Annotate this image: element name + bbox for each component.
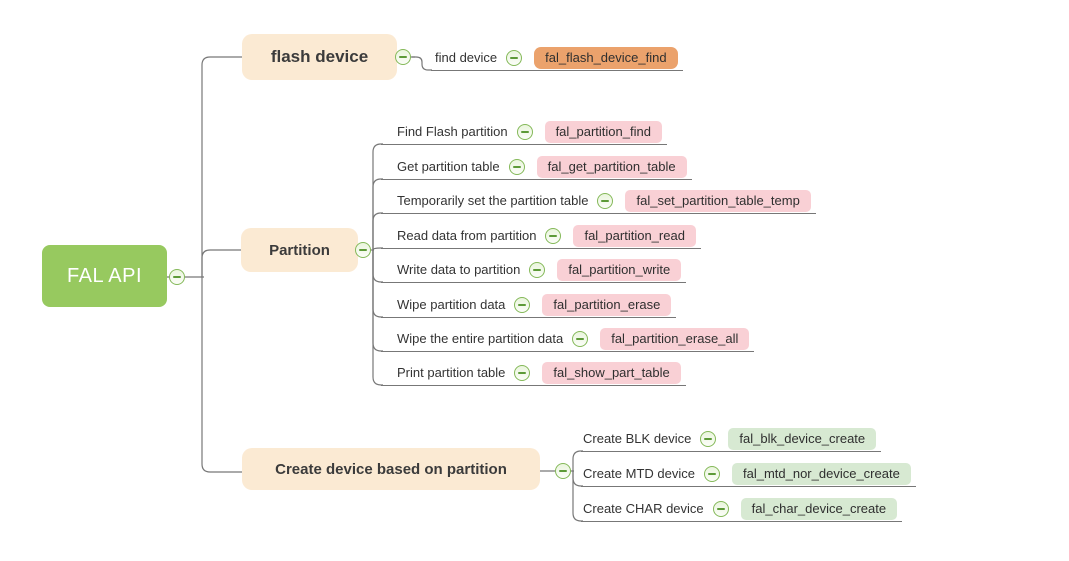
child-row: Create CHAR device fal_char_device_creat…: [581, 495, 903, 522]
api-leaf[interactable]: fal_set_partition_table_temp: [625, 190, 811, 212]
branch-node-create-device[interactable]: Create device based on partition: [242, 448, 540, 490]
child-row: Get partition table fal_get_partition_ta…: [381, 153, 692, 180]
collapse-icon[interactable]: [506, 50, 523, 66]
child-row: Print partition table fal_show_part_tabl…: [381, 359, 686, 386]
topic-label[interactable]: Create BLK device: [583, 431, 692, 446]
root-node-fal-api[interactable]: FAL API: [42, 245, 167, 307]
collapse-icon[interactable]: [597, 193, 614, 209]
api-leaf[interactable]: fal_char_device_create: [740, 498, 898, 520]
child-row: Read data from partition fal_partition_r…: [381, 222, 701, 249]
api-leaf[interactable]: fal_partition_write: [557, 259, 682, 281]
api-leaf[interactable]: fal_mtd_nor_device_create: [731, 463, 911, 485]
topic-label[interactable]: Print partition table: [397, 365, 506, 380]
collapse-icon[interactable]: [555, 463, 571, 479]
topic-label[interactable]: Create CHAR device: [583, 501, 704, 516]
topic-label[interactable]: Get partition table: [397, 159, 500, 174]
api-leaf[interactable]: fal_show_part_table: [542, 362, 681, 384]
collapse-icon[interactable]: [508, 159, 525, 175]
collapse-icon[interactable]: [516, 124, 533, 140]
topic-label[interactable]: Create MTD device: [583, 466, 695, 481]
topic-label[interactable]: Write data to partition: [397, 262, 521, 277]
collapse-icon[interactable]: [529, 262, 546, 278]
topic-label[interactable]: find device: [435, 50, 498, 65]
api-leaf[interactable]: fal_partition_erase: [542, 294, 672, 316]
api-leaf[interactable]: fal_partition_find: [544, 121, 662, 143]
child-row: find device fal_flash_device_find: [431, 44, 683, 71]
child-row: Write data to partition fal_partition_wr…: [381, 256, 687, 283]
collapse-icon[interactable]: [572, 331, 589, 347]
api-leaf[interactable]: fal_partition_erase_all: [600, 328, 750, 350]
child-row: Create BLK device fal_blk_device_create: [581, 425, 882, 452]
api-leaf[interactable]: fal_get_partition_table: [536, 156, 687, 178]
api-leaf[interactable]: fal_partition_read: [573, 225, 696, 247]
collapse-icon[interactable]: [700, 431, 717, 447]
topic-label[interactable]: Wipe partition data: [397, 297, 506, 312]
api-leaf[interactable]: fal_flash_device_find: [534, 47, 678, 69]
child-row: Find Flash partition fal_partition_find: [381, 118, 667, 145]
collapse-icon[interactable]: [355, 242, 371, 258]
topic-label[interactable]: Wipe the entire partition data: [397, 331, 564, 346]
collapse-icon[interactable]: [514, 297, 531, 313]
collapse-icon[interactable]: [703, 466, 720, 482]
child-row: Wipe the entire partition data fal_parti…: [381, 325, 755, 352]
topic-label[interactable]: Find Flash partition: [397, 124, 508, 139]
collapse-icon[interactable]: [712, 501, 729, 517]
collapse-icon[interactable]: [514, 365, 531, 381]
child-row: Create MTD device fal_mtd_nor_device_cre…: [581, 460, 916, 487]
collapse-icon[interactable]: [395, 49, 411, 65]
child-row: Wipe partition data fal_partition_erase: [381, 291, 677, 318]
branch-node-flash-device[interactable]: flash device: [242, 34, 397, 80]
collapse-icon[interactable]: [545, 228, 562, 244]
branch-node-partition[interactable]: Partition: [241, 228, 358, 272]
api-leaf[interactable]: fal_blk_device_create: [728, 428, 877, 450]
topic-label[interactable]: Temporarily set the partition table: [397, 193, 589, 208]
child-row: Temporarily set the partition table fal_…: [381, 187, 816, 214]
collapse-icon[interactable]: [169, 269, 185, 285]
topic-label[interactable]: Read data from partition: [397, 228, 537, 243]
